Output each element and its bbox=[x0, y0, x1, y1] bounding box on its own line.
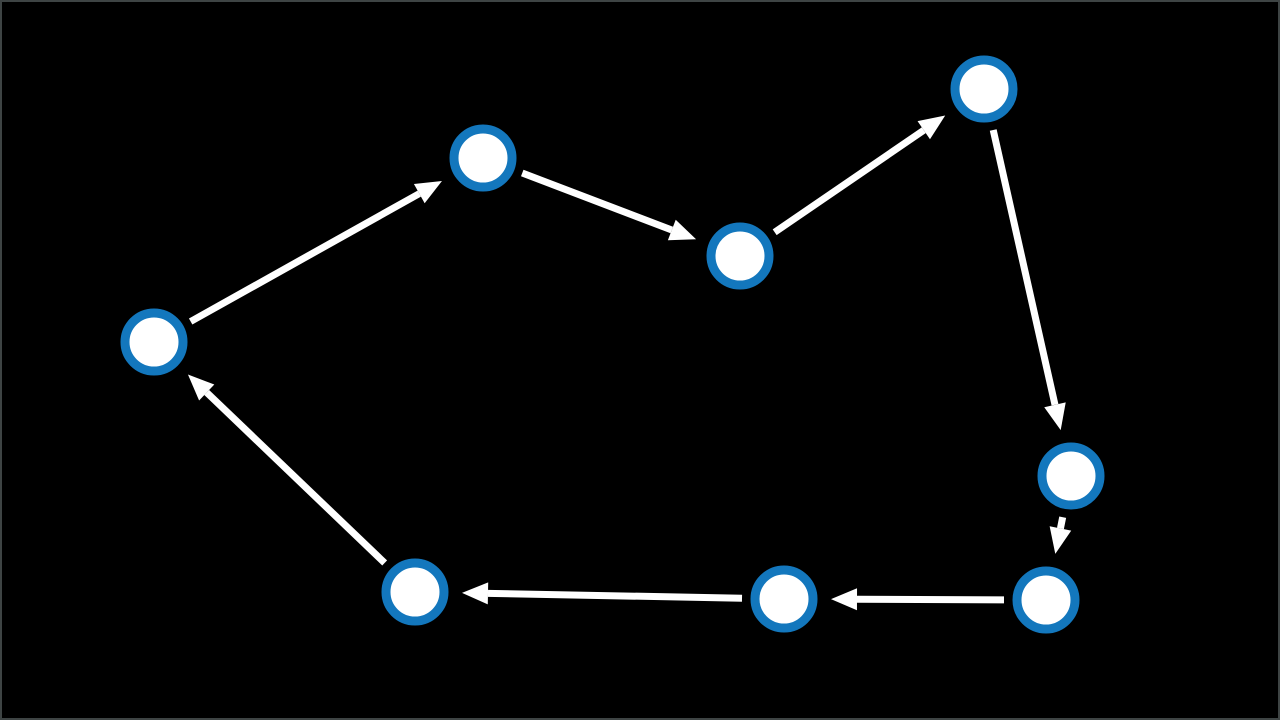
arrowhead-icon bbox=[1049, 526, 1072, 554]
graph-node-n4[interactable] bbox=[120, 308, 188, 376]
edge-line bbox=[487, 589, 743, 602]
edge-arrow-n4-n2 bbox=[188, 180, 442, 325]
edge-line bbox=[1056, 516, 1067, 530]
edge-arrow-n6-n7 bbox=[830, 588, 1005, 611]
edge-arrow-n8-n4 bbox=[187, 374, 388, 566]
arrowhead-icon bbox=[667, 219, 697, 241]
edge-arrow-n1-n5 bbox=[989, 129, 1066, 431]
arrowhead-icon bbox=[1044, 402, 1066, 431]
graph-node-n5[interactable] bbox=[1037, 442, 1105, 510]
edge-line bbox=[772, 127, 926, 236]
graph-node-n6[interactable] bbox=[1012, 566, 1080, 634]
graph-node-n3[interactable] bbox=[706, 222, 774, 290]
edge-line bbox=[856, 595, 1005, 604]
edge-arrow-n2-n3 bbox=[520, 169, 697, 241]
arrowhead-icon bbox=[830, 588, 858, 611]
arrowhead-icon bbox=[917, 115, 946, 140]
edge-line bbox=[989, 129, 1059, 406]
edge-arrow-n7-n8 bbox=[461, 582, 743, 605]
graph-node-n7[interactable] bbox=[750, 565, 818, 633]
arrowhead-icon bbox=[461, 582, 489, 605]
edge-line bbox=[520, 169, 674, 234]
edge-arrow-n3-n1 bbox=[772, 115, 946, 236]
edge-arrow-n5-n6 bbox=[1049, 516, 1072, 554]
graph-node-n2[interactable] bbox=[449, 124, 517, 192]
graph-node-n1[interactable] bbox=[950, 55, 1018, 123]
edge-line bbox=[204, 389, 388, 566]
arrowhead-icon bbox=[413, 180, 442, 204]
edge-line bbox=[188, 190, 421, 325]
graph-node-n8[interactable] bbox=[381, 558, 449, 626]
arrowhead-icon bbox=[187, 374, 215, 401]
